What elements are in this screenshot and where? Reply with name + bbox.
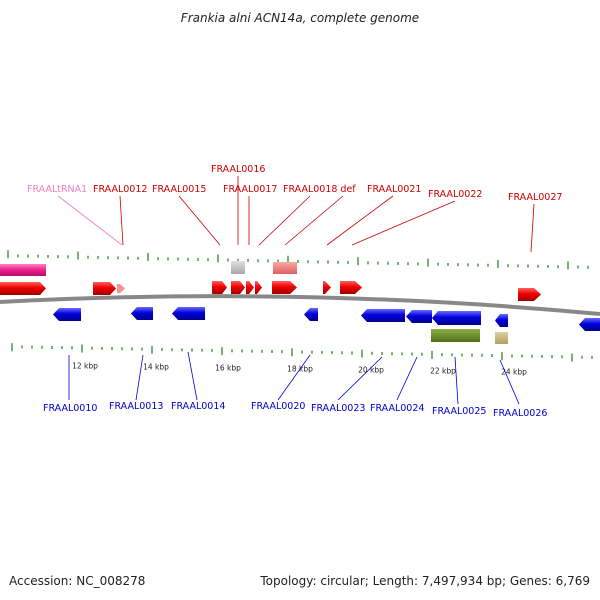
forward-gene-arrow[interactable] [323,281,331,294]
reverse-gene-arrow[interactable] [53,308,81,321]
trna-feature[interactable] [0,264,46,276]
bottom-gene-labels: FRAAL0010 FRAAL0013 FRAAL0014 FRAAL0020 … [43,401,547,419]
forward-gene-arrow[interactable] [246,281,254,294]
scale-tick-label: 24 kbp [501,368,527,377]
gene-label[interactable]: FRAAL0021 [367,184,421,195]
gene-label[interactable]: FRAAL0023 [311,403,365,414]
leader-line [187,351,198,401]
gene-label[interactable]: FRAAL0010 [43,403,97,414]
reverse-strand-genes [53,307,600,331]
leader-line [530,203,535,253]
leader-line [57,195,123,246]
leader-line [337,356,383,401]
genome-summary-text: Topology: circular; Length: 7,497,934 bp… [260,574,590,588]
forward-gene-arrow[interactable] [518,288,541,301]
forward-strand-genes [0,281,541,301]
gene-label[interactable]: FRAAL0026 [493,408,547,419]
salmon-feature[interactable] [273,262,297,274]
feature-row-lower [431,329,508,344]
gene-label[interactable]: FRAAL0022 [428,189,482,200]
reverse-gene-arrow[interactable] [304,308,318,321]
scale-tick-label: 16 kbp [215,363,241,372]
leader-line [135,354,144,401]
top-gene-labels: FRAAL0016 FRAALtRNA1 FRAAL0012 FRAAL0015… [27,164,562,203]
scale-tick-label: 22 kbp [430,367,456,376]
forward-gene-arrow[interactable] [0,282,46,295]
forward-gene-arrow[interactable] [340,281,362,294]
reverse-gene-arrow[interactable] [495,314,508,327]
leader-line [326,195,394,246]
forward-gene-arrow[interactable] [93,282,116,295]
forward-gene-arrow[interactable] [255,281,262,294]
reverse-gene-arrow[interactable] [361,309,405,322]
gene-label[interactable]: FRAAL0015 [152,184,206,195]
leader-line [454,356,459,405]
gene-label[interactable]: FRAAL0027 [508,192,562,203]
gene-label[interactable]: FRAAL0016 [211,164,265,175]
khaki-feature[interactable] [495,332,508,344]
scale-tick-label: 14 kbp [143,362,169,371]
accession-text: Accession: NC_008278 [9,574,146,588]
leader-line [258,195,311,246]
leader-line [277,354,311,401]
gene-label[interactable]: FRAAL0013 [109,401,163,412]
gene-label[interactable]: FRAAL0020 [251,401,305,412]
scale-tick-label: 20 kbp [358,366,384,375]
gene-label[interactable]: FRAAL0024 [370,403,424,414]
gene-label[interactable]: FRAAL0025 [432,406,486,417]
scale-ticks-bottom [11,343,593,362]
gene-label[interactable]: FRAAL0018 def [283,184,356,195]
forward-gene-arrow[interactable] [272,281,297,294]
reverse-gene-arrow[interactable] [579,318,600,331]
reverse-gene-arrow[interactable] [432,311,481,325]
leader-line [499,359,520,405]
leader-line [284,195,344,246]
scale-ticks-top [7,250,589,270]
gene-label[interactable]: FRAAL0014 [171,401,225,412]
reverse-gene-arrow[interactable] [172,307,205,320]
gene-label[interactable]: FRAAL0017 [223,184,277,195]
reverse-gene-arrow[interactable] [406,310,432,323]
gene-label[interactable]: FRAAL0012 [93,184,147,195]
leader-line [178,195,221,246]
gray-feature[interactable] [231,261,245,274]
gene-label[interactable]: FRAALtRNA1 [27,184,87,195]
reverse-gene-arrow[interactable] [131,307,153,320]
map-title: Frankia alni ACN14a, complete genome [181,11,419,25]
feature-row-upper [0,261,297,276]
bottom-leader-lines [68,351,520,405]
leader-line [396,356,418,401]
forward-gene-arrow[interactable] [212,281,227,294]
scale-tick-label: 12 kbp [72,361,98,370]
olive-feature[interactable] [431,329,480,342]
top-leader-lines [57,176,535,253]
forward-gene-arrow[interactable] [117,284,125,293]
forward-gene-arrow[interactable] [231,281,245,294]
leader-line [119,195,124,246]
genome-backbone [0,294,600,316]
leader-line [351,200,456,246]
